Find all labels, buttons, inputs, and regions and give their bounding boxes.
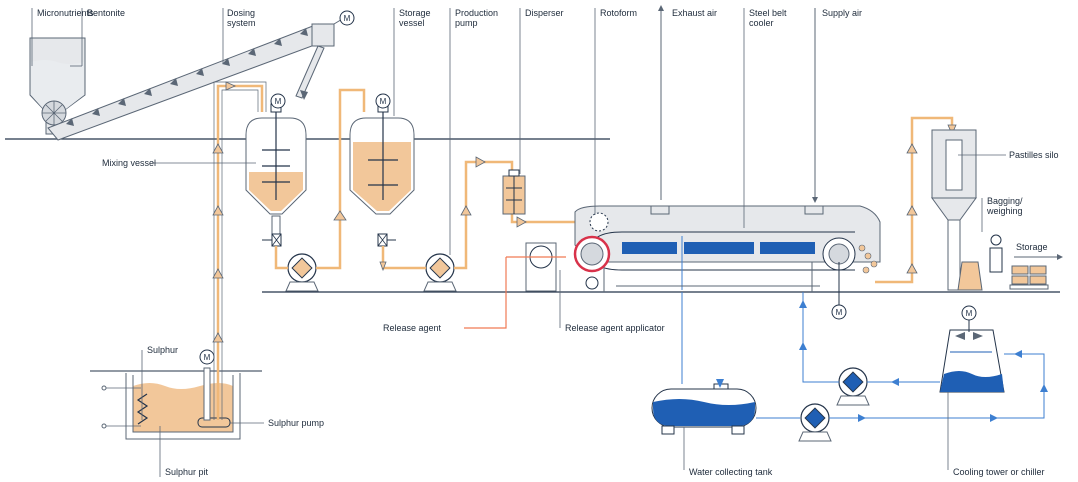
pastilles-discharge — [858, 244, 878, 274]
svg-text:M: M — [836, 308, 843, 317]
cooling-tower — [939, 320, 1005, 393]
dosing-screw-conveyor — [47, 17, 345, 141]
label-release-agent: Release agent — [383, 323, 442, 333]
release-agent-applicator — [464, 242, 566, 329]
label-disperser: Disperser — [525, 8, 564, 18]
air-flows — [658, 5, 818, 203]
label-sulphur-pump: Sulphur pump — [268, 418, 325, 428]
sulphur-feed-line — [216, 84, 264, 420]
motor-storage-vessel: M — [375, 93, 391, 109]
svg-text:M: M — [275, 97, 282, 106]
label-sulphur: Sulphur — [147, 345, 179, 355]
motor-cooler: M — [831, 304, 847, 320]
label-cooling-tower: Cooling tower or chiller — [953, 467, 1045, 477]
label-steel-belt-cooler: Steel belt cooler — [749, 8, 787, 28]
label-release-agent-applicator: Release agent applicator — [565, 323, 665, 333]
svg-text:M: M — [966, 309, 973, 318]
motor-cooling-tower: M — [961, 305, 977, 321]
label-storage: Storage — [1016, 242, 1048, 252]
label-storage-vessel: Storage vessel — [399, 8, 431, 28]
label-dosing-system: Dosing system — [227, 8, 256, 28]
bagging-station — [957, 234, 1003, 291]
rotoform-drum — [573, 212, 611, 290]
sulphur-feed-line-outline — [213, 81, 267, 420]
transfer-line — [274, 88, 366, 270]
label-production-pump: Production pump — [455, 8, 499, 28]
svg-text:M: M — [204, 353, 211, 362]
motor-symbol: M — [344, 14, 351, 23]
label-mixing-vessel: Mixing vessel — [102, 158, 157, 168]
water-collecting-tank — [651, 383, 757, 435]
pastilles-conveyor — [875, 116, 954, 284]
label-pastilles-silo: Pastilles silo — [1009, 150, 1059, 160]
label-rotoform: Rotoform — [600, 8, 638, 18]
motor-mixing-vessel: M — [270, 93, 286, 109]
storage-pallet — [1009, 254, 1063, 290]
sulphur-line-arrows — [212, 81, 236, 343]
motor-conveyor: M — [339, 10, 355, 26]
production-pump — [423, 253, 457, 292]
pastilles-silo — [931, 129, 977, 291]
water-line-arrows — [716, 300, 1048, 422]
mixing-vessel — [245, 103, 307, 247]
transfer-pump — [285, 253, 319, 292]
motor-sulphur-pump: M — [199, 349, 215, 365]
storage-vessel — [349, 103, 415, 247]
svg-text:M: M — [380, 97, 387, 106]
sulphur-pit — [101, 367, 241, 440]
label-supply-air: Supply air — [822, 8, 863, 18]
label-bagging-weighing: Bagging/ weighing — [987, 196, 1023, 216]
label-micronutrients: Micronutrients — [37, 8, 94, 18]
water-pump-upper — [836, 367, 870, 406]
cooler-tail-drum — [822, 237, 856, 305]
disperser — [502, 169, 526, 215]
label-sulphur-pit: Sulphur pit — [165, 467, 209, 477]
label-exhaust-air: Exhaust air — [672, 8, 718, 18]
water-pump-lower — [798, 403, 832, 442]
steel-belt-cooler — [574, 205, 881, 292]
label-water-collecting-tank: Water collecting tank — [689, 467, 773, 477]
production-line-arrows — [333, 156, 527, 272]
label-leaders — [31, 8, 1006, 477]
label-bentonite: Bentonite — [87, 8, 126, 18]
